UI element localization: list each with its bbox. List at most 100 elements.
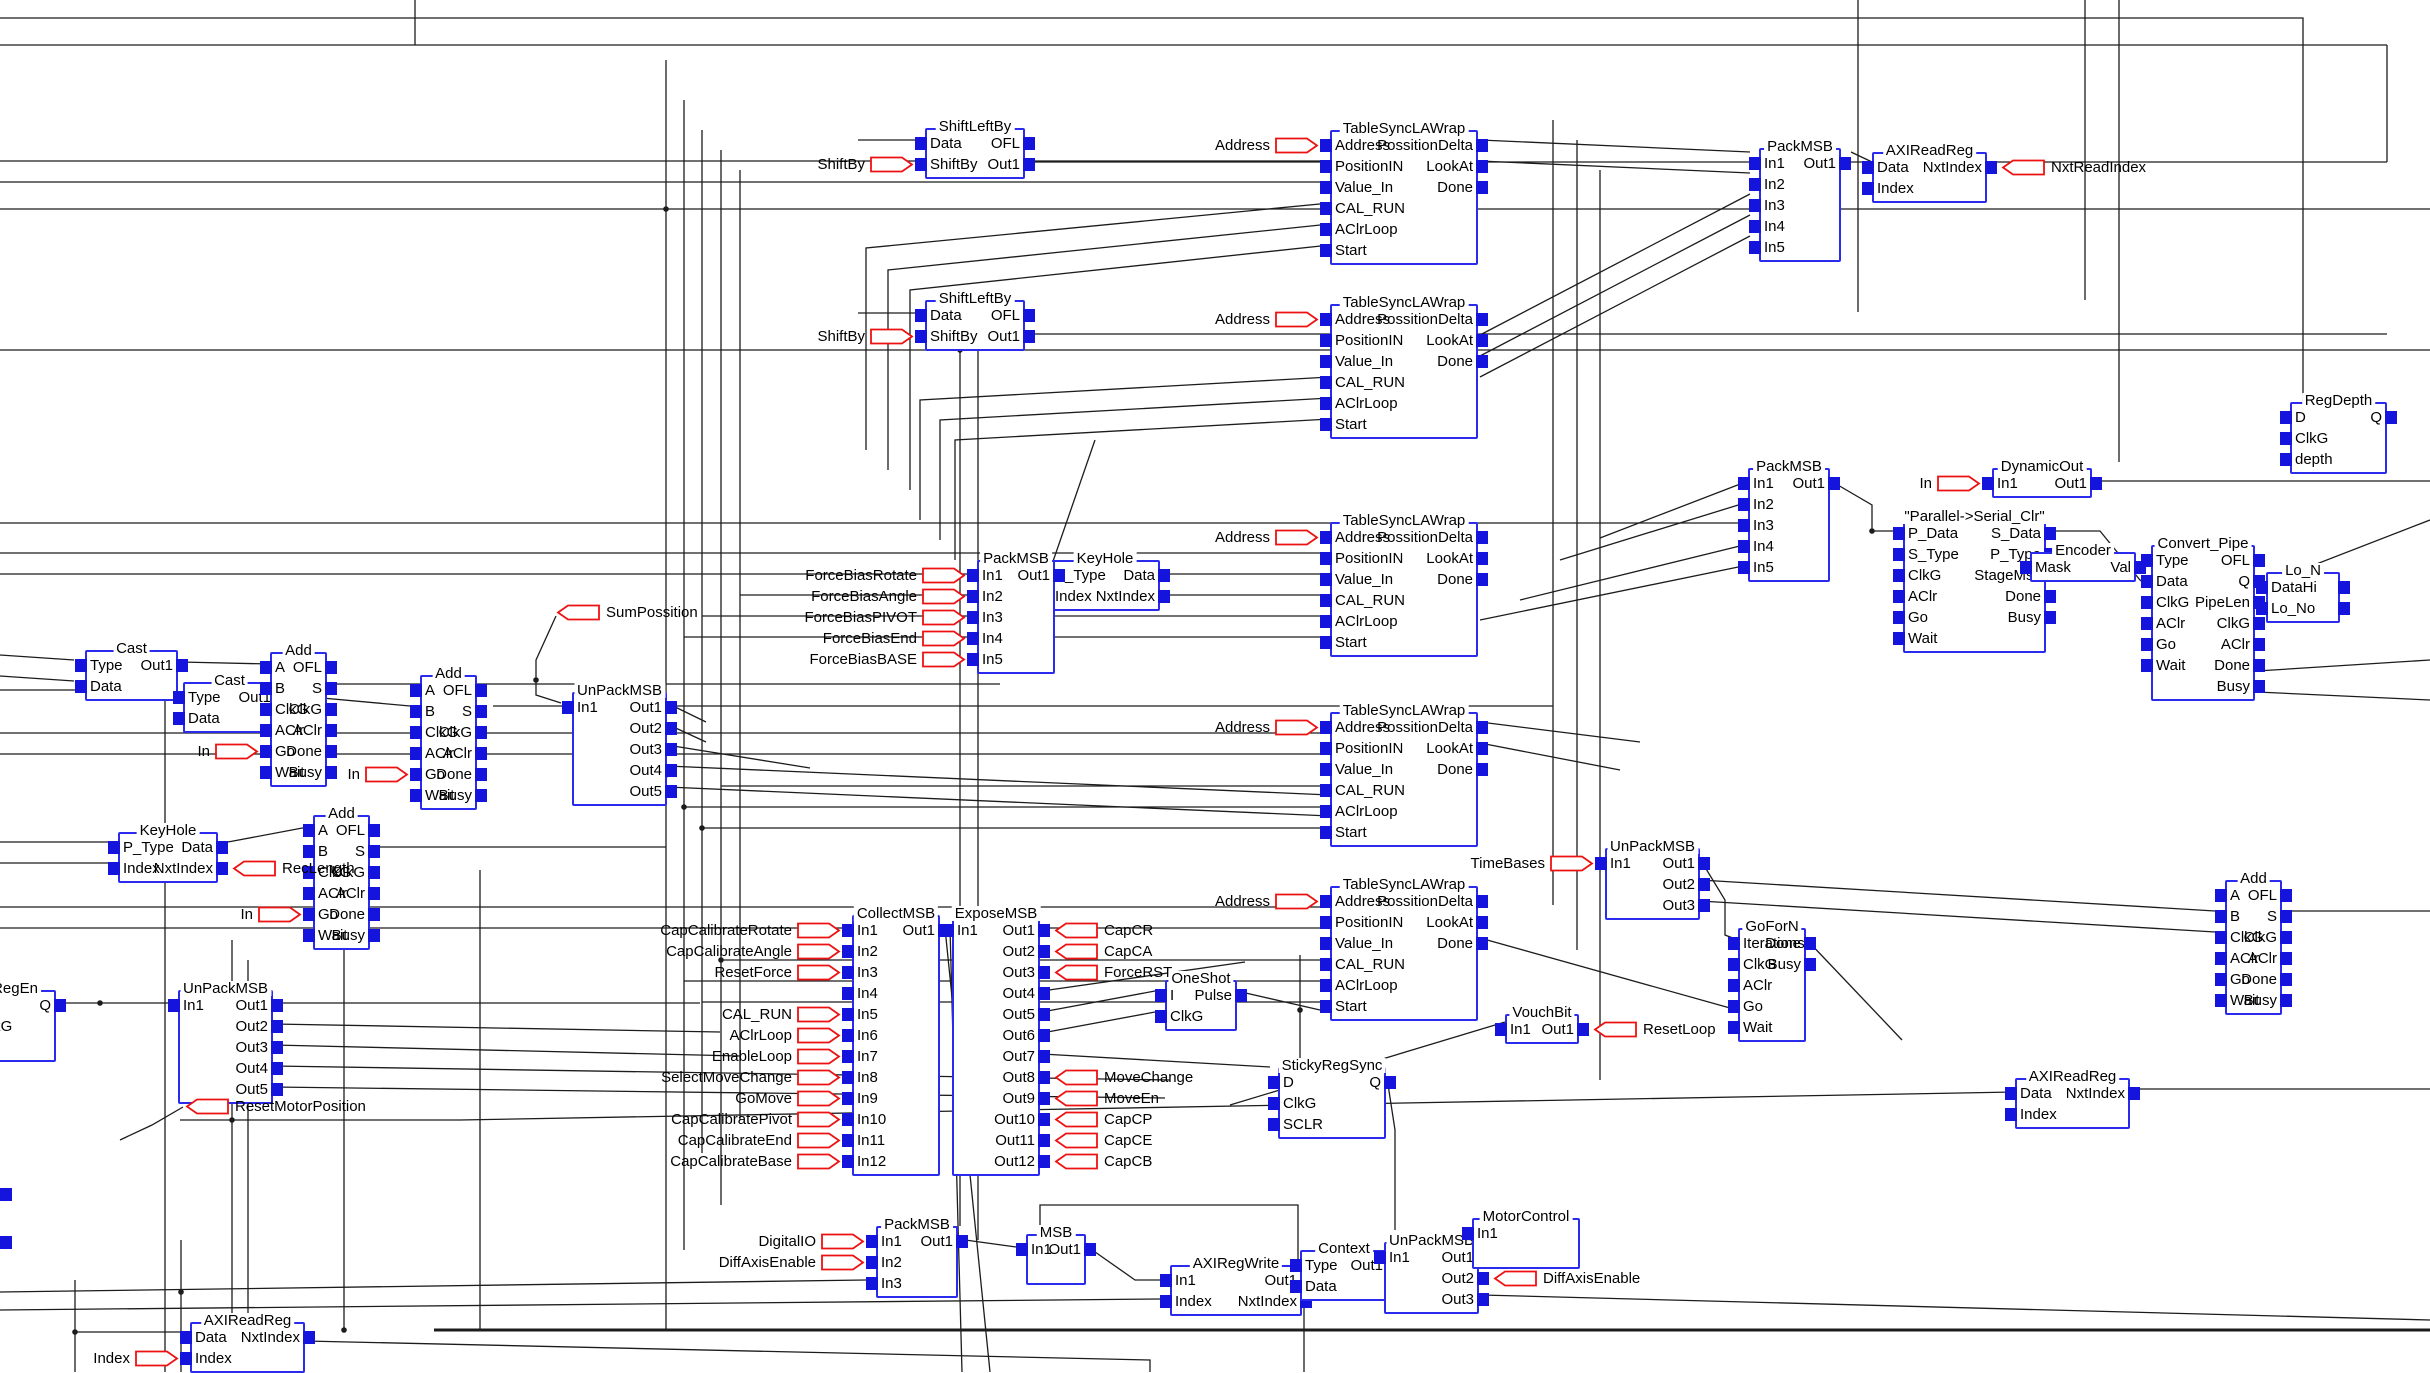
- input-port[interactable]: [1738, 519, 1750, 532]
- connector-tag[interactable]: [215, 743, 259, 765]
- input-port[interactable]: [2005, 1087, 2017, 1100]
- output-port[interactable]: [1038, 1008, 1050, 1021]
- input-port[interactable]: [842, 1113, 854, 1126]
- connector-tag[interactable]: [797, 1132, 841, 1154]
- output-port[interactable]: [1038, 1050, 1050, 1063]
- output-port[interactable]: [2280, 931, 2292, 944]
- input-port[interactable]: [842, 966, 854, 979]
- input-port[interactable]: [1728, 937, 1740, 950]
- input-port[interactable]: [1320, 784, 1332, 797]
- input-port[interactable]: [260, 682, 272, 695]
- wire[interactable]: [1479, 564, 1749, 621]
- input-port[interactable]: [1320, 573, 1332, 586]
- output-port[interactable]: [2280, 973, 2292, 986]
- output-port[interactable]: [1023, 330, 1035, 343]
- connector-tag[interactable]: [1054, 943, 1098, 965]
- connector-tag[interactable]: [1054, 1111, 1098, 1133]
- output-port[interactable]: [2253, 617, 2265, 630]
- input-port[interactable]: [260, 661, 272, 674]
- input-port[interactable]: [842, 924, 854, 937]
- output-port[interactable]: [2044, 590, 2056, 603]
- wire[interactable]: [119, 1106, 184, 1141]
- wire[interactable]: [2256, 659, 2430, 672]
- output-port[interactable]: [1023, 137, 1035, 150]
- wire[interactable]: [1479, 742, 1621, 771]
- input-port[interactable]: [842, 1155, 854, 1168]
- input-port[interactable]: [967, 653, 979, 666]
- input-port[interactable]: [1320, 376, 1332, 389]
- output-port[interactable]: [325, 766, 337, 779]
- connector-tag[interactable]: [1550, 855, 1594, 877]
- input-port[interactable]: [915, 158, 927, 171]
- output-port[interactable]: [1476, 181, 1488, 194]
- wire[interactable]: [1480, 1294, 2430, 1321]
- input-port[interactable]: [1155, 989, 1167, 1002]
- wire[interactable]: [1039, 1204, 1299, 1262]
- input-port[interactable]: [1320, 594, 1332, 607]
- input-port[interactable]: [1290, 1280, 1302, 1293]
- output-port[interactable]: [1038, 924, 1050, 937]
- wire[interactable]: [666, 744, 811, 769]
- output-port[interactable]: [1038, 1113, 1050, 1126]
- connector-tag[interactable]: [1275, 529, 1319, 551]
- connector-tag[interactable]: [1593, 1021, 1637, 1043]
- input-port[interactable]: [180, 1352, 192, 1365]
- connector-tag[interactable]: [1054, 1132, 1098, 1154]
- input-port[interactable]: [842, 1134, 854, 1147]
- output-port[interactable]: [1038, 1071, 1050, 1084]
- output-port[interactable]: [2338, 602, 2350, 615]
- connector-tag[interactable]: [1054, 922, 1098, 944]
- input-port[interactable]: [1268, 1076, 1280, 1089]
- connector-tag[interactable]: [797, 1027, 841, 1049]
- input-port[interactable]: [2141, 659, 2153, 672]
- input-port[interactable]: [1320, 160, 1332, 173]
- input-port[interactable]: [1320, 397, 1332, 410]
- output-port[interactable]: [2338, 581, 2350, 594]
- output-port[interactable]: [1476, 742, 1488, 755]
- wire[interactable]: [1479, 235, 1751, 378]
- input-port[interactable]: [1749, 178, 1761, 191]
- input-port[interactable]: [108, 862, 120, 875]
- input-port[interactable]: [967, 569, 979, 582]
- wire[interactable]: [666, 765, 1331, 796]
- input-port[interactable]: [1320, 139, 1332, 152]
- output-port[interactable]: [1023, 158, 1035, 171]
- output-port[interactable]: [475, 768, 487, 781]
- input-port[interactable]: [1749, 199, 1761, 212]
- input-port[interactable]: [1320, 826, 1332, 839]
- input-port[interactable]: [410, 684, 422, 697]
- output-port[interactable]: [1476, 139, 1488, 152]
- wire[interactable]: [1806, 939, 1903, 1041]
- input-port[interactable]: [915, 309, 927, 322]
- connector-tag[interactable]: [870, 156, 914, 178]
- input-port[interactable]: [1268, 1097, 1280, 1110]
- connector-tag[interactable]: [797, 1069, 841, 1091]
- input-port[interactable]: [2256, 581, 2268, 594]
- output-port[interactable]: [1698, 878, 1710, 891]
- wire[interactable]: [272, 1023, 721, 1033]
- input-port[interactable]: [1320, 313, 1332, 326]
- free-connector-tag[interactable]: [185, 1098, 229, 1120]
- input-port[interactable]: [1862, 161, 1874, 174]
- wire[interactable]: [1479, 214, 1751, 357]
- output-port[interactable]: [1476, 937, 1488, 950]
- wire[interactable]: [0, 1298, 1161, 1311]
- input-port[interactable]: [303, 929, 315, 942]
- input-port[interactable]: [1728, 979, 1740, 992]
- wire[interactable]: [227, 825, 314, 843]
- output-port[interactable]: [368, 866, 380, 879]
- output-port[interactable]: [1828, 477, 1840, 490]
- input-port[interactable]: [2215, 973, 2227, 986]
- output-port[interactable]: [1476, 721, 1488, 734]
- wire[interactable]: [939, 397, 1331, 540]
